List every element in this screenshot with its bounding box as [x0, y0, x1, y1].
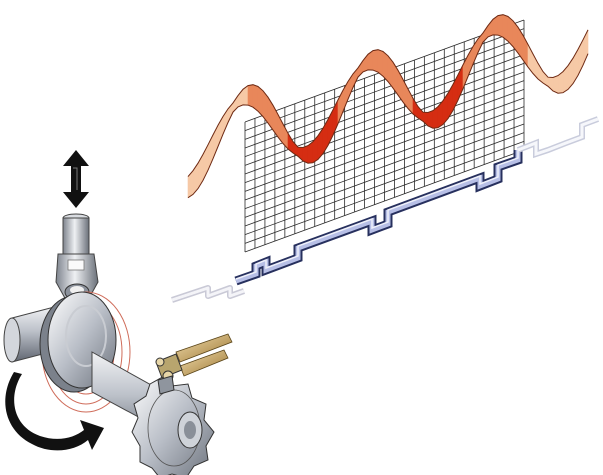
ribbon-segment: [248, 85, 253, 108]
keyphasor-probe: [156, 334, 232, 394]
double-arrow-up-down-icon: [63, 150, 89, 208]
rotating-shaft-assembly: [4, 292, 214, 475]
pulse-track-main: [236, 150, 518, 281]
ribbon-segment: [563, 66, 568, 93]
proximity-probe-vertical: [56, 214, 98, 300]
ribbon-segment: [313, 136, 318, 163]
ribbon-segment: [303, 146, 308, 164]
ribbon-segment: [498, 15, 503, 38]
ribbon-segment: [373, 50, 378, 73]
ribbon-segment: [438, 101, 443, 128]
keyphasor-pulse-track: [172, 119, 598, 300]
vibration-waveform-ribbon: [188, 15, 588, 198]
ribbon-segment: [188, 171, 193, 198]
ribbon-segment: [553, 76, 558, 94]
ribbon-segment: [428, 111, 433, 129]
